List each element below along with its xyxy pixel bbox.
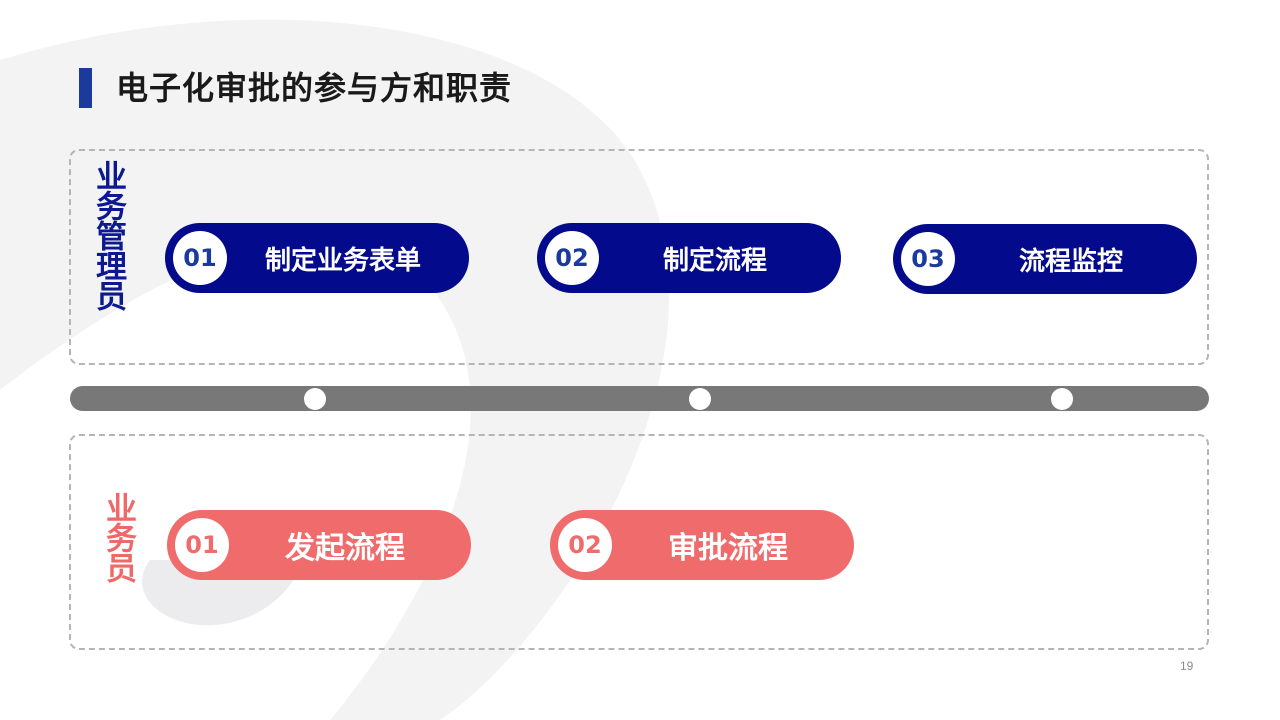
- staff-step-1[interactable]: 01 发起流程: [167, 510, 471, 580]
- step-number: 01: [175, 518, 229, 572]
- admin-step-1[interactable]: 01 制定业务表单: [165, 223, 469, 293]
- page-title: 电子化审批的参与方和职责: [116, 69, 513, 107]
- title-accent-bar: [79, 68, 92, 108]
- step-label: 制定流程: [662, 245, 767, 276]
- timeline-dot: [1051, 388, 1073, 410]
- step-number: 02: [545, 231, 599, 285]
- step-label: 流程监控: [1018, 246, 1123, 277]
- timeline-dot: [689, 388, 711, 410]
- staff-section-box: [69, 434, 1209, 650]
- step-label: 审批流程: [668, 531, 788, 566]
- step-number: 03: [901, 232, 955, 286]
- step-label: 发起流程: [285, 531, 405, 566]
- staff-role-label: 业务员: [100, 492, 136, 582]
- admin-step-3[interactable]: 03 流程监控: [893, 224, 1197, 294]
- step-number: 01: [173, 231, 227, 285]
- admin-role-label: 业务管理员: [90, 160, 126, 310]
- admin-section-box: [69, 149, 1209, 365]
- staff-step-2[interactable]: 02 审批流程: [550, 510, 854, 580]
- step-number: 02: [558, 518, 612, 572]
- page-number: 19: [1180, 659, 1194, 673]
- admin-step-2[interactable]: 02 制定流程: [537, 223, 841, 293]
- timeline-bar: [70, 386, 1209, 411]
- step-label: 制定业务表单: [264, 245, 421, 276]
- timeline-dot: [304, 388, 326, 410]
